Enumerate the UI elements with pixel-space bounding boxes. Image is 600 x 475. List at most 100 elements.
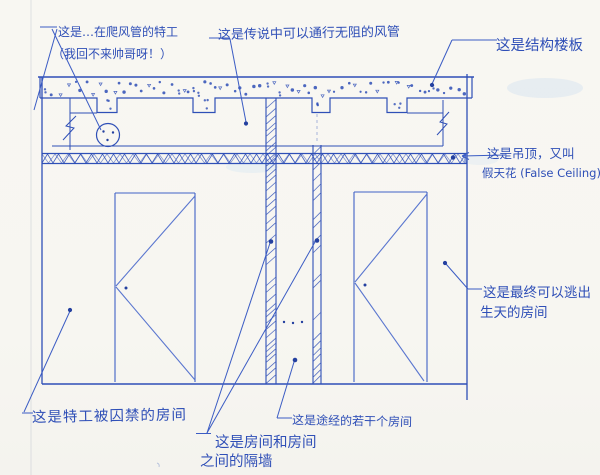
right-door-swing-upper [354, 193, 428, 283]
right-door-handle-dot [363, 283, 367, 287]
hatch-stroke [266, 135, 276, 144]
stipple-triangle [182, 89, 187, 93]
stipple-triangle [90, 93, 96, 97]
hatch-stroke [266, 191, 276, 201]
stipple-dot [359, 90, 362, 93]
stipple-triangle [375, 89, 380, 94]
ellipsis-dot [282, 320, 286, 324]
stipple-dot [278, 91, 281, 94]
rooms-leader [276, 361, 295, 419]
stipple-dot [398, 106, 401, 109]
hatch-stroke [266, 283, 276, 293]
hatch-stroke [266, 147, 276, 156]
stipple-dot [44, 91, 47, 94]
hatch-stroke [266, 222, 276, 232]
hatch-stroke [266, 361, 276, 371]
hatch-stroke [313, 369, 321, 378]
label-escape-line2: 生天的房间 [480, 305, 548, 321]
stipple-triangle [113, 91, 118, 95]
hatch-stroke [313, 274, 321, 282]
stipple-dot [109, 107, 112, 110]
stipple-dot [442, 91, 446, 95]
right-door-swing-lower [354, 282, 425, 382]
stipple-dot [206, 98, 209, 102]
stipple-dot [266, 82, 269, 85]
hatch-stroke [313, 280, 321, 288]
stipple-triangle [326, 89, 332, 94]
stipple-dot [139, 89, 143, 93]
stray-pen-mark [156, 462, 160, 468]
left-door-handle-dot [124, 286, 128, 290]
left-door [114, 192, 196, 382]
break-symbols [62, 98, 450, 150]
stipple-triangle [146, 83, 152, 88]
hatch-stroke [266, 348, 276, 358]
duct-rivet-dot [102, 130, 105, 133]
escape-room-target-dot [442, 260, 448, 266]
ellipsis-dot [291, 321, 295, 325]
hatch-stroke [313, 183, 321, 192]
escape-leader [445, 263, 469, 290]
stipple-dot [128, 82, 132, 86]
stipple-triangle [320, 94, 325, 99]
stipple-dot [49, 93, 53, 97]
corridor-room-target-dot [292, 357, 298, 363]
label-agent-line2: （我回不来帅哥呀！） [52, 47, 172, 61]
partition-leader-1 [206, 242, 271, 434]
hatch-stroke [266, 367, 276, 377]
hatch-stroke [266, 182, 276, 191]
left-door-swing-lower [115, 286, 196, 381]
stipple-dot [332, 90, 336, 93]
stipple-dot [303, 84, 307, 88]
stipple-triangle [285, 84, 290, 89]
label-passing-rooms: 这是途经的若干个房间 [292, 412, 412, 429]
stipple-dot [104, 89, 108, 94]
hatch-stroke [266, 206, 276, 215]
stipple-dot [197, 94, 201, 98]
structural-slab [38, 76, 474, 114]
hatch-stroke [266, 308, 276, 317]
right-door [353, 191, 428, 382]
stipple-dot [209, 82, 212, 85]
hatch-stroke [266, 175, 276, 184]
stipple-dot [177, 89, 180, 92]
stipple-dot [313, 85, 318, 90]
stipple-dot [290, 88, 295, 92]
hatch-stroke [313, 146, 321, 155]
stipple-dot [213, 86, 217, 89]
stipple-dot [252, 84, 256, 89]
prison-leader [23, 310, 71, 413]
partition-wall-1 [265, 98, 277, 384]
label-slab: 这是结构楼板 [496, 36, 583, 54]
hatch-stroke [313, 347, 321, 356]
hatch-stroke [313, 212, 321, 220]
stipple-dot [449, 86, 453, 90]
stipple-triangle [58, 93, 63, 98]
stipple-dot [74, 80, 78, 83]
partition-wall-2 [312, 145, 322, 384]
duct-plenum [52, 112, 443, 147]
hatch-stroke [266, 353, 276, 363]
label-partition-line1: 这是房间和房间 [215, 434, 317, 451]
label-partition-line2: 之间的隔墙 [200, 453, 273, 470]
stipple-dot [382, 81, 385, 84]
stipple-triangle [352, 83, 357, 88]
agent-leader [51, 28, 102, 131]
stipple-dot [162, 91, 166, 95]
stipple-dot [369, 81, 373, 85]
stipple-dot [316, 102, 319, 105]
ceiling-zigzag-hatch [41, 152, 467, 165]
slab-stipple [43, 80, 467, 110]
ceiling-target-dot [450, 155, 456, 160]
hatch-stroke [266, 198, 276, 208]
slab-target-dot [429, 82, 435, 88]
stipple-dot [432, 87, 435, 90]
stipple-dot [225, 83, 229, 87]
hatch-stroke [266, 320, 276, 330]
hatch-stroke [313, 153, 321, 161]
label-ceiling-line1: 这是吊顶，又叫 [487, 146, 575, 161]
stipple-dot [152, 87, 156, 90]
paper-artifacts [30, 0, 583, 475]
hatch-stroke [313, 192, 321, 201]
stipple-dot [186, 90, 190, 94]
